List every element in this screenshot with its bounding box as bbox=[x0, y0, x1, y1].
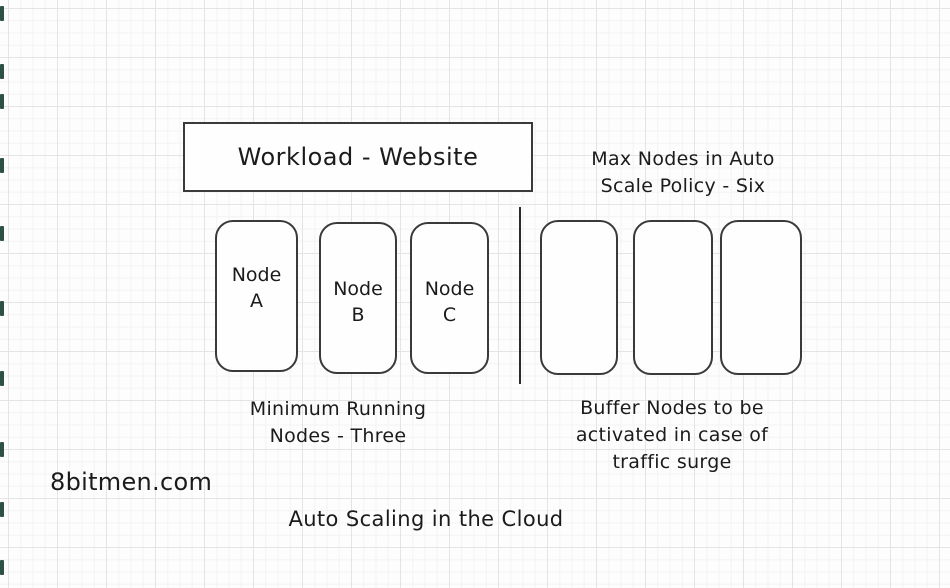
node-c-box: Node C bbox=[410, 222, 489, 374]
workload-box: Workload - Website bbox=[183, 122, 533, 192]
workload-label: Workload - Website bbox=[237, 143, 479, 171]
buffer-node-box bbox=[540, 220, 618, 375]
edge-mark bbox=[0, 301, 4, 316]
edge-mark bbox=[0, 158, 4, 173]
node-c-letter: C bbox=[442, 304, 457, 326]
node-a-label: Node A bbox=[232, 262, 282, 314]
node-c-label: Node C bbox=[425, 276, 475, 328]
edge-mark bbox=[0, 6, 4, 21]
node-a-box: Node A bbox=[215, 220, 298, 372]
page-title: Auto Scaling in the Cloud bbox=[288, 507, 564, 531]
edge-mark bbox=[0, 442, 4, 457]
edge-mark bbox=[0, 371, 4, 386]
edge-mark bbox=[0, 64, 4, 79]
node-b-box: Node B bbox=[319, 222, 397, 374]
watermark: 8bitmen.com bbox=[50, 468, 213, 496]
node-c-name: Node bbox=[424, 278, 475, 300]
edge-mark bbox=[0, 94, 4, 109]
node-a-name: Node bbox=[231, 264, 282, 286]
min-nodes-caption: Minimum Running Nodes - Three bbox=[249, 398, 427, 447]
edge-mark bbox=[0, 560, 4, 575]
node-a-letter: A bbox=[250, 290, 263, 312]
node-b-name: Node bbox=[333, 278, 383, 300]
node-b-letter: B bbox=[351, 304, 365, 326]
edge-mark bbox=[0, 502, 4, 517]
max-nodes-caption: Max Nodes in Auto Scale Policy - Six bbox=[591, 148, 775, 197]
node-b-label: Node B bbox=[333, 276, 383, 328]
buffer-node-box bbox=[633, 220, 713, 375]
buffer-node-box bbox=[720, 220, 802, 375]
buffer-nodes-caption: Buffer Nodes to be activated in case of … bbox=[575, 397, 769, 473]
edge-mark bbox=[0, 226, 4, 241]
divider-line bbox=[519, 207, 521, 384]
